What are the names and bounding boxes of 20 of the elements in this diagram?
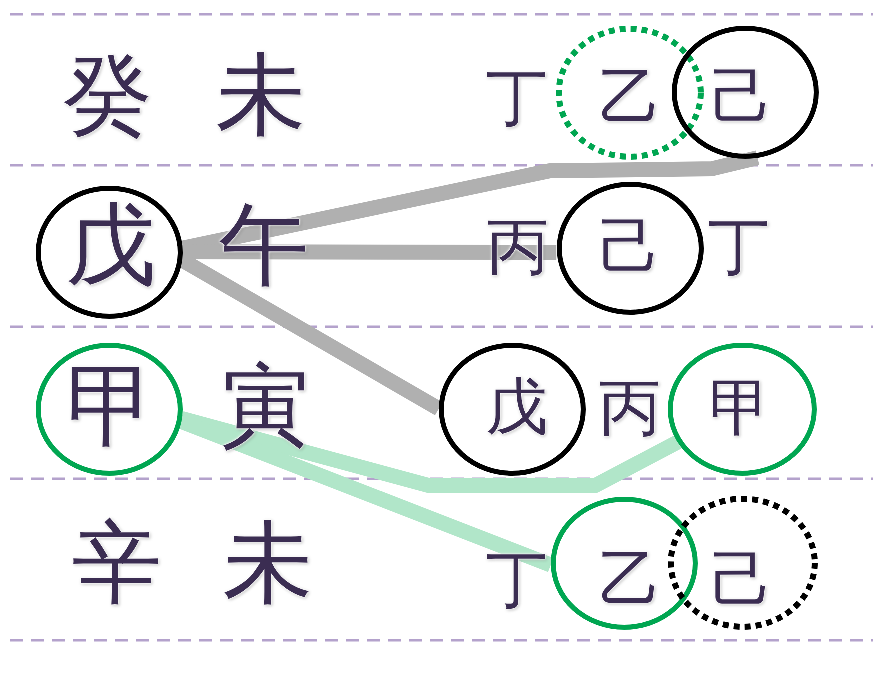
character: 丁 [486, 549, 548, 611]
circled-character: 戊 [439, 342, 586, 476]
character: 寅 [220, 362, 310, 452]
circled-character: 乙 [551, 496, 698, 630]
circled-character: 乙 [556, 26, 704, 160]
character: 丙 [599, 377, 661, 439]
connector-line [180, 412, 682, 494]
connector-line [182, 244, 557, 260]
circled-character: 甲 [668, 342, 817, 476]
character: 未 [216, 51, 306, 141]
circled-character: 戊 [36, 186, 182, 318]
character: 辛 [72, 519, 162, 609]
character: 未 [223, 519, 313, 609]
circled-character: 甲 [36, 343, 182, 476]
circled-character: 己 [668, 496, 818, 630]
character: 丁 [708, 216, 770, 278]
circled-character: 己 [672, 26, 818, 159]
character: 丁 [486, 67, 548, 129]
character: 癸 [63, 51, 153, 141]
circled-character: 己 [556, 182, 704, 315]
